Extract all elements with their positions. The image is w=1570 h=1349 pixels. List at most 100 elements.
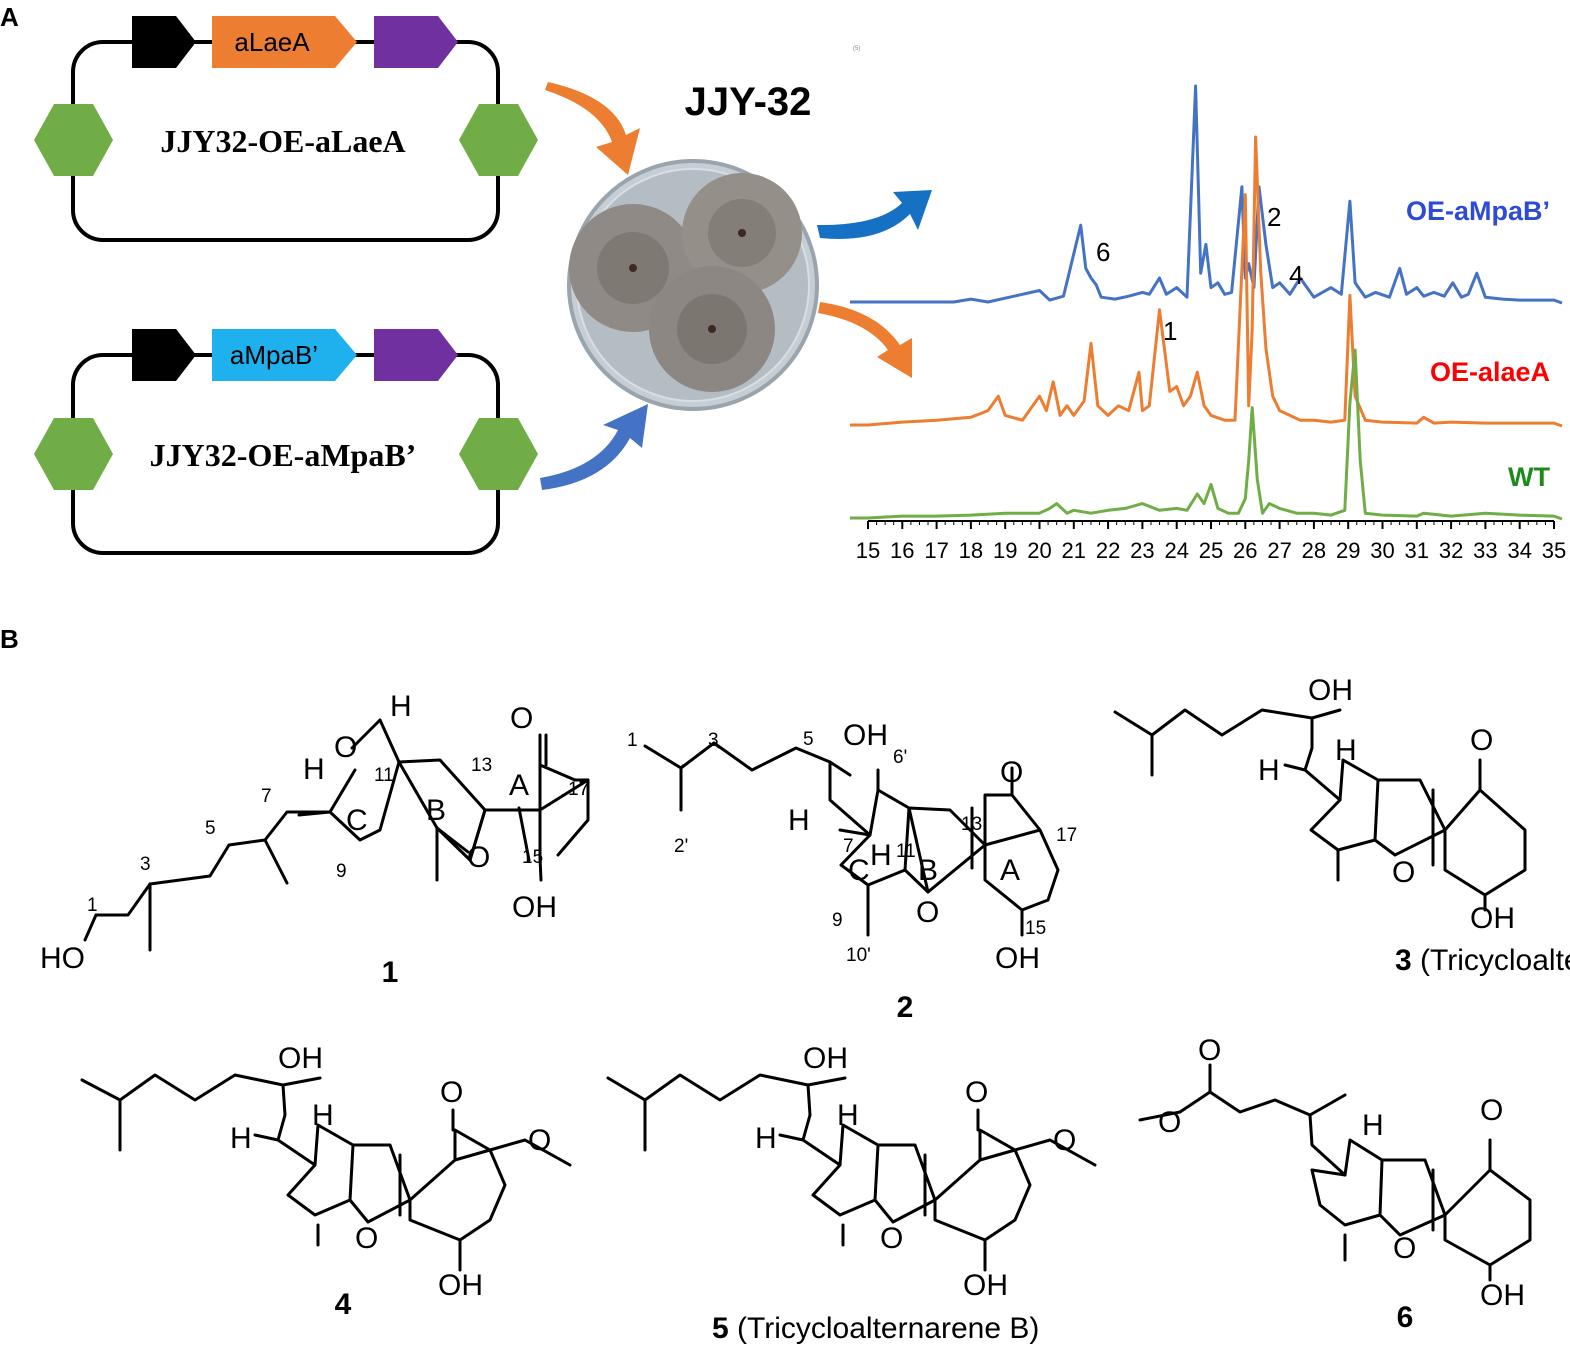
svg-text:15: 15	[522, 847, 543, 868]
structure-compound-2: OH H H O O OH C B A 1 3 5 6' 2' 7 11 13 …	[627, 719, 1077, 975]
svg-text:A: A	[509, 769, 529, 802]
series-label-oe-ampab: OE-aMpaB’	[1406, 196, 1550, 226]
terminator-block	[374, 16, 458, 68]
svg-text:O: O	[1198, 1034, 1221, 1067]
x-tick-label: 24	[1164, 538, 1188, 563]
svg-text:O: O	[1053, 1124, 1076, 1157]
svg-text:C: C	[848, 854, 870, 887]
x-tick-label: 29	[1336, 538, 1360, 563]
x-tick-label: 32	[1439, 538, 1463, 563]
svg-text:10': 10'	[846, 945, 871, 966]
peak-annotation-1: 1	[1163, 316, 1177, 346]
x-tick-label: 30	[1370, 538, 1394, 563]
svg-text:OH: OH	[1470, 902, 1515, 935]
svg-text:15: 15	[1025, 918, 1046, 939]
series-line-0	[850, 84, 1563, 305]
svg-text:17: 17	[1056, 825, 1077, 846]
arrow-to-chromatogram-blue	[817, 190, 932, 239]
svg-text:O: O	[355, 1222, 378, 1255]
gene-ampab-box	[212, 329, 357, 381]
svg-text:7: 7	[261, 786, 272, 807]
compound-label-4: 4	[335, 1288, 352, 1321]
x-tick-label: 20	[1027, 538, 1051, 563]
strain-label: JJY-32	[685, 80, 812, 124]
svg-text:H: H	[1258, 754, 1280, 787]
svg-text:OH: OH	[1308, 674, 1353, 707]
compound-label-3: 3 (Tricycloalternarene C)	[1395, 944, 1570, 977]
svg-text:O: O	[1393, 1232, 1416, 1265]
compound-label-5: 5 (Tricycloalternarene B)	[712, 1312, 1039, 1345]
svg-text:7: 7	[843, 836, 854, 857]
x-tick-label: 35	[1542, 538, 1566, 563]
terminator-block	[374, 329, 458, 381]
svg-text:H: H	[312, 1099, 334, 1132]
arrow-to-plate-orange	[545, 82, 640, 175]
svg-text:(5): (5)	[853, 46, 860, 52]
svg-text:O: O	[528, 1124, 551, 1157]
svg-text:O: O	[965, 1076, 988, 1109]
svg-text:O: O	[334, 731, 357, 764]
svg-text:HO: HO	[40, 942, 85, 975]
petri-dish	[567, 159, 819, 411]
svg-text:11: 11	[374, 765, 394, 786]
promoter-block	[132, 16, 196, 68]
promoter-block	[132, 329, 196, 381]
svg-text:O: O	[510, 702, 533, 735]
svg-text:9: 9	[832, 910, 843, 931]
x-tick-label: 16	[890, 538, 914, 563]
svg-text:O: O	[916, 896, 939, 929]
svg-text:OH: OH	[803, 1042, 848, 1075]
svg-text:5: 5	[205, 818, 216, 839]
svg-text:13: 13	[471, 755, 492, 776]
svg-text:B: B	[426, 794, 446, 827]
svg-text:OH: OH	[995, 942, 1040, 975]
svg-text:O: O	[1470, 724, 1493, 757]
svg-text:6': 6'	[893, 747, 907, 768]
svg-text:1: 1	[87, 895, 98, 916]
svg-text:O: O	[1480, 1094, 1503, 1127]
compound-label-2: 2	[897, 991, 914, 1024]
arrow-to-chromatogram-orange	[818, 302, 912, 378]
x-tick-label: 22	[1096, 538, 1120, 563]
svg-text:H: H	[1362, 1109, 1384, 1142]
svg-text:H: H	[390, 690, 412, 723]
svg-text:B: B	[918, 854, 938, 887]
peak-annotation-6: 6	[1096, 237, 1110, 267]
x-tick-label: 15	[856, 538, 880, 563]
series-label-oe-alaea: OE-alaeA	[1430, 357, 1550, 387]
svg-text:O: O	[880, 1222, 903, 1255]
structure-compound-5: OH H H O O O OH	[606, 1042, 1097, 1302]
svg-text:13: 13	[961, 814, 982, 835]
x-tick-label: 17	[924, 538, 948, 563]
x-tick-label: 21	[1062, 538, 1086, 563]
x-tick-label: 26	[1233, 538, 1257, 563]
svg-text:H: H	[303, 753, 325, 786]
structure-compound-1: H O H O O OH HO B A C 11 13 17 15 7 5 3 …	[40, 690, 590, 975]
svg-text:H: H	[1335, 734, 1357, 767]
marker-hexagon-left	[34, 418, 113, 490]
svg-text:OH: OH	[278, 1042, 323, 1075]
svg-text:O: O	[440, 1076, 463, 1109]
svg-text:1: 1	[627, 730, 638, 751]
panel-label-a: A	[0, 2, 19, 32]
plasmid-name: JJY32-OE-aLaeA	[160, 123, 405, 159]
svg-text:9: 9	[336, 861, 347, 882]
structure-compound-4: OH H H O O O OH	[80, 1042, 572, 1302]
structure-compound-3: OH H H O O OH	[1113, 674, 1527, 935]
plasmid-oe-alaea: aLaeA JJY32-OE-aLaeA	[34, 16, 538, 242]
gene-alaea-box	[212, 16, 357, 68]
svg-text:O: O	[1158, 1106, 1181, 1139]
gene-ampab-label: aMpaB’	[230, 340, 318, 370]
series-line-2	[850, 348, 1563, 521]
svg-text:OH: OH	[843, 719, 888, 752]
marker-hexagon-left	[34, 104, 113, 176]
svg-text:17: 17	[568, 779, 589, 800]
arrow-to-plate-blue	[540, 404, 648, 490]
x-tick-label: 23	[1130, 538, 1154, 563]
x-tick-label: 31	[1405, 538, 1429, 563]
x-tick-label: 28	[1302, 538, 1326, 563]
x-tick-label: 18	[959, 538, 983, 563]
compound-label-6: 6	[1397, 1301, 1414, 1334]
